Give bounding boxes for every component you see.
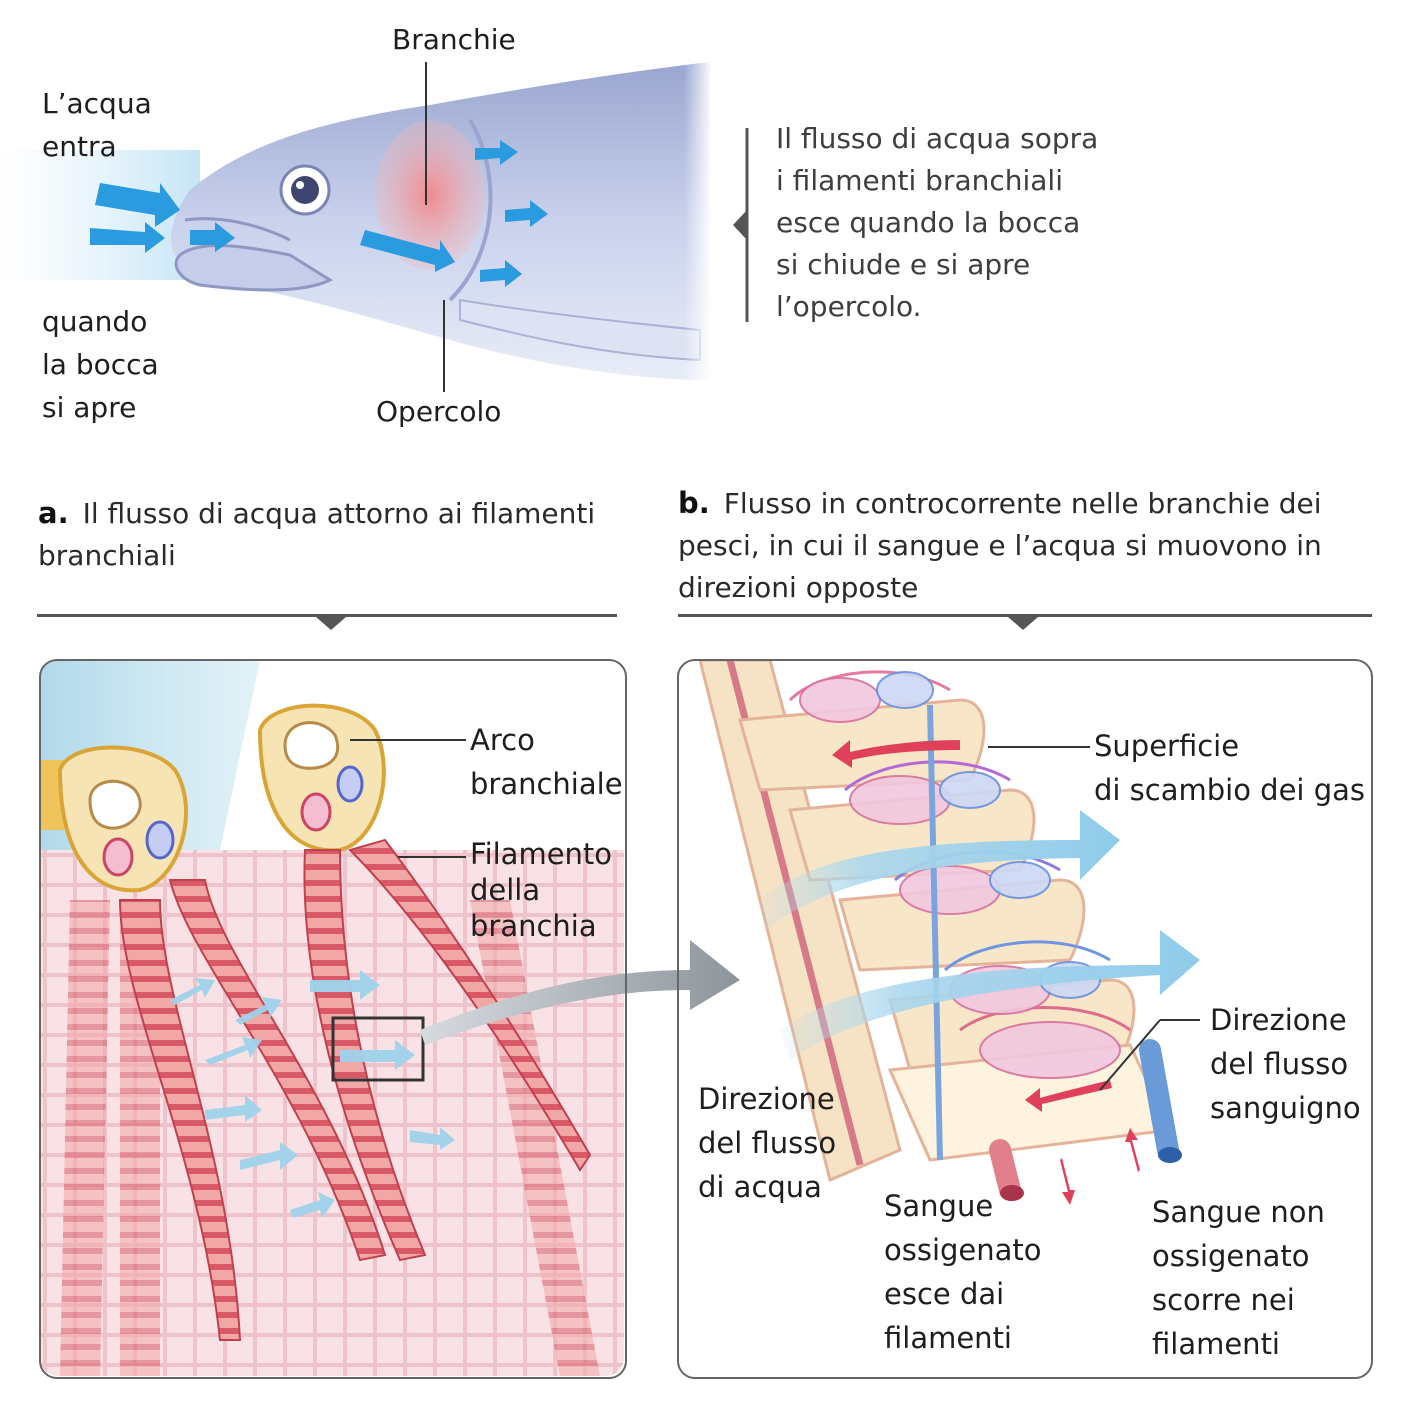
caption-b-text: Flusso in controcorrente nelle branchie … [678, 487, 1322, 604]
label-gill-filament: Filamento della branchia [470, 837, 613, 943]
rule-a-notch [316, 617, 346, 630]
label-deoxygenated-blood: Sangue non ossigenato scorre nei filamen… [1152, 1195, 1325, 1361]
label-exchange-surface: Superficie di scambio dei gas [1094, 729, 1365, 807]
label-blood-flow-direction: Direzione del flusso sanguigno [1210, 1003, 1361, 1125]
caption-a-letter: a. [38, 496, 69, 530]
caption-a-text: Il flusso di acqua attorno ai filamenti … [38, 497, 596, 572]
caption-a: a.Il flusso di acqua attorno ai filament… [38, 492, 618, 577]
panel-b-illustration [698, 660, 1200, 1205]
label-gill-arch: Arco branchiale [470, 723, 623, 801]
label-water-flow-direction: Direzione del flusso di acqua [698, 1082, 837, 1204]
caption-b: b.Flusso in controcorrente nelle branchi… [678, 482, 1378, 609]
label-mouth-opens: quando la bocca si apre [42, 305, 159, 424]
label-water-enters: L’acqua entra [42, 87, 152, 163]
zoom-arrow [420, 940, 740, 1045]
panel-a-illustration [40, 660, 624, 1376]
label-oxygenated-blood: Sangue ossigenato esce dai filamenti [884, 1189, 1042, 1355]
fish-head-illustration [0, 40, 712, 400]
panel-a-frame [39, 659, 627, 1379]
rule-b-notch [1008, 617, 1038, 630]
label-operculum: Opercolo [376, 395, 502, 428]
rule-b [678, 614, 1372, 617]
side-description: Il flusso di acqua sopra i filamenti bra… [776, 122, 1099, 323]
caption-b-letter: b. [678, 486, 710, 520]
blood-dir-leader-line [1099, 1019, 1161, 1091]
side-bracket-pointer [733, 210, 747, 240]
rule-a [37, 614, 617, 617]
label-gills: Branchie [392, 23, 516, 56]
panel-b-frame [677, 659, 1373, 1379]
